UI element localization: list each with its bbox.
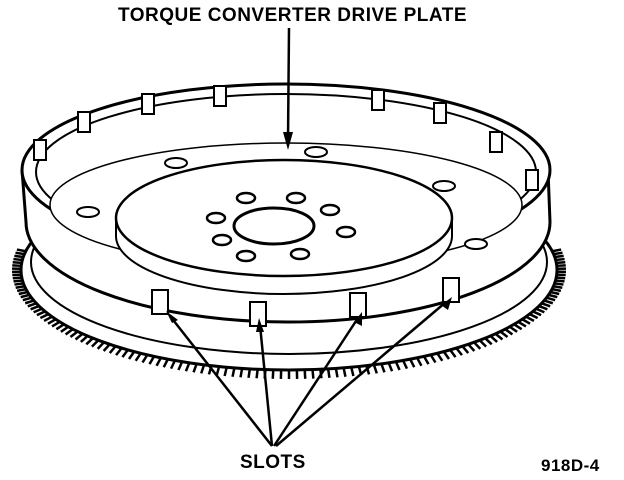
slot-arrowhead-4 (441, 297, 452, 310)
slot-leader-3 (272, 317, 360, 447)
title-label: TORQUE CONVERTER DRIVE PLATE (118, 5, 467, 26)
hub-bolt-hole (205, 211, 227, 225)
title-leader (286, 27, 291, 141)
front-slot (349, 292, 367, 318)
outer-bolt-hole (76, 206, 100, 218)
rim-slot (213, 85, 227, 107)
slot-arrowhead-3 (354, 312, 362, 326)
crankshaft-bolt-holes (205, 191, 357, 263)
hub-bolt-hole (289, 247, 311, 261)
leader-lines (169, 27, 447, 447)
figure-id: 918D-4 (541, 456, 600, 475)
slot-leader-1 (169, 315, 273, 447)
hub-bolt-hole (235, 249, 257, 263)
hub-bolt-hole (211, 233, 233, 247)
outer-bolt-hole (164, 157, 188, 169)
slots-label: SLOTS (240, 452, 306, 473)
front-slot (442, 277, 460, 303)
rim-slots (33, 85, 539, 191)
title-leader-arrowhead (283, 132, 293, 150)
outer-bolt-hole (304, 146, 328, 158)
slot-arrowheads (166, 297, 452, 332)
front-slot (249, 301, 267, 327)
rim-slot (141, 93, 155, 115)
hub-bolt-hole (235, 191, 257, 205)
front-slots (151, 277, 460, 327)
center-hole (232, 206, 316, 246)
hub-bolt-hole (335, 225, 357, 239)
rim-slot (77, 111, 91, 133)
rim-slot (489, 131, 503, 153)
rim-slot (371, 89, 385, 111)
outer-bolt-hole (432, 180, 456, 192)
hub-bolt-hole (319, 203, 341, 217)
slot-leader-2 (258, 324, 274, 447)
front-slot (151, 289, 169, 315)
slot-arrowhead-2 (256, 318, 264, 332)
slot-arrowhead-1 (166, 311, 178, 323)
hub-bolt-hole (285, 191, 307, 205)
rim-slot (33, 139, 47, 161)
rim-slot (433, 102, 447, 124)
outer-bolt-holes (76, 146, 488, 250)
outer-bolt-hole (464, 238, 488, 250)
slot-leader-4 (275, 301, 447, 447)
rim-slot (525, 169, 539, 191)
